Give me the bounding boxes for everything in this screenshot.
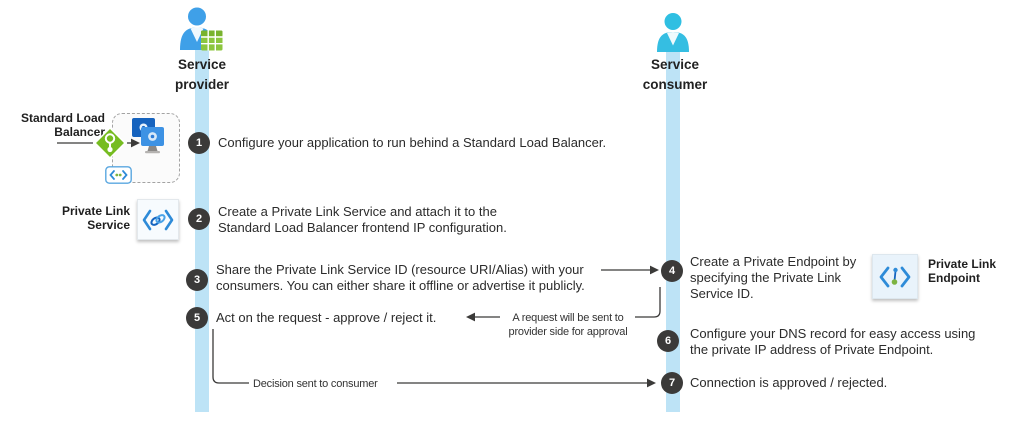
service-provider-person-icon xyxy=(180,7,223,51)
step-2-badge: 2 xyxy=(188,208,210,230)
step-6-text: Configure your DNS record for easy acces… xyxy=(690,326,976,357)
step-4-badge: 4 xyxy=(661,260,683,282)
private-link-service-label: Private Link Service xyxy=(61,204,130,233)
step-5-text: Act on the request - approve / reject it… xyxy=(216,310,437,325)
consumer-lane-label: Service consumer xyxy=(642,57,708,92)
private-link-endpoint-label: Private Link Endpoint xyxy=(928,257,997,286)
step-5-badge: 5 xyxy=(186,307,208,329)
consumer-lane-bar xyxy=(666,44,680,412)
decision-annotation: Decision sent to consumer xyxy=(253,378,378,390)
private-link-service-icon xyxy=(137,199,179,240)
step3-to-step4-arrowhead xyxy=(650,265,659,275)
load-balancer-diamond-icon xyxy=(94,127,126,159)
step-4-text: Create a Private Endpoint by specifying … xyxy=(690,254,857,301)
step-2-text: Create a Private Link Service and attach… xyxy=(218,204,507,235)
step-7-text: Connection is approved / rejected. xyxy=(690,375,888,390)
step-1-text: Configure your application to run behind… xyxy=(218,135,607,150)
step5-decision-elbow xyxy=(212,329,249,384)
provider-lane-label: Service provider xyxy=(174,57,229,92)
virtual-machines-icon xyxy=(132,118,164,154)
step-7-badge: 7 xyxy=(661,372,683,394)
request-annotation: A request will be sent to provider side … xyxy=(508,312,628,338)
service-consumer-person-icon xyxy=(657,13,689,52)
step-1-badge: 1 xyxy=(188,132,210,154)
step-6-badge: 6 xyxy=(657,330,679,352)
step-3-badge: 3 xyxy=(186,269,208,291)
step4-request-elbow xyxy=(635,287,661,318)
decision-to-step7-arrowhead xyxy=(647,378,656,388)
private-link-endpoint-icon xyxy=(872,254,918,299)
code-brackets-icon xyxy=(105,166,132,184)
standard-load-balancer-label: Standard Load Balancer xyxy=(20,111,105,140)
provider-grid-icon xyxy=(201,30,223,51)
step-3-text: Share the Private Link Service ID (resou… xyxy=(216,262,585,293)
